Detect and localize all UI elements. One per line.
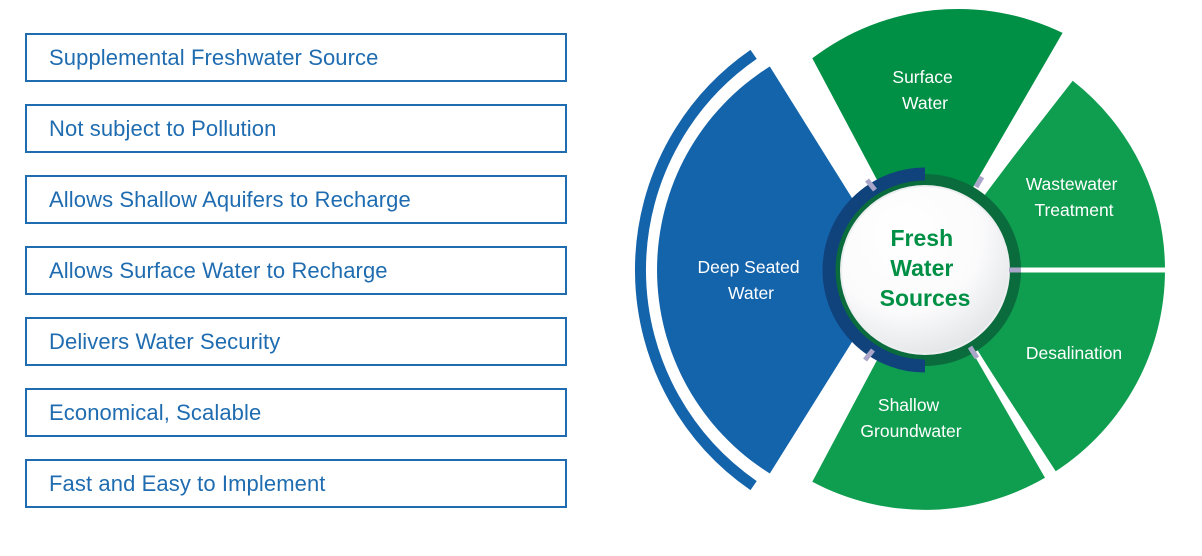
tick-bottom-left (863, 348, 875, 362)
center-label-line2: Water (890, 255, 953, 281)
center-circle (841, 186, 1009, 354)
segment-label-deep-seated-water-line2: Water (728, 283, 774, 303)
segment-surface-water[interactable] (812, 8, 1063, 270)
benefit-item-not-subject-to-pollution[interactable]: Not subject to Pollution (25, 104, 567, 153)
segment-label-wastewater-treatment: Wastewater Treatment (1026, 174, 1123, 220)
segment-label-deep-seated-water: Deep Seated Water (697, 257, 804, 303)
hub-divider-ticks (863, 175, 1021, 362)
center-label: Fresh Water Sources (880, 225, 971, 311)
benefit-item-allows-shallow-aquifers-to-recharge[interactable]: Allows Shallow Aquifers to Recharge (25, 175, 567, 224)
benefit-item-allows-surface-water-to-recharge[interactable]: Allows Surface Water to Recharge (25, 246, 567, 295)
benefit-label: Not subject to Pollution (49, 115, 277, 141)
benefit-label: Delivers Water Security (49, 328, 281, 354)
segment-deep-seated-water[interactable] (657, 66, 897, 474)
tick-bottom-right (967, 345, 980, 360)
segment-label-surface-water-line2: Water (902, 93, 948, 113)
segment-label-surface-water: Surface Water (892, 67, 957, 113)
fresh-water-sources-donut: Surface Water Wastewater Treatment Desal… (620, 0, 1202, 556)
deep-seated-water-accent-arc (634, 49, 757, 491)
benefit-item-supplemental-freshwater-source[interactable]: Supplemental Freshwater Source (25, 33, 567, 82)
tick-top-right (973, 175, 985, 189)
center-ring-blue-arc (822, 167, 926, 373)
donut-svg: Surface Water Wastewater Treatment Desal… (634, 8, 1168, 510)
benefit-label: Fast and Easy to Implement (49, 470, 326, 496)
segment-shallow-groundwater[interactable] (812, 270, 1045, 510)
segment-label-shallow-groundwater-line1: Shallow (878, 395, 940, 415)
segment-label-wastewater-treatment-line2: Treatment (1034, 200, 1113, 220)
segment-deep-seated-water-group[interactable] (634, 49, 897, 491)
center-label-line3: Sources (880, 285, 971, 311)
segment-label-desalination: Desalination (1026, 343, 1122, 363)
segment-label-wastewater-treatment-line1: Wastewater (1026, 174, 1118, 194)
tick-top-left (865, 178, 877, 192)
benefit-label: Allows Surface Water to Recharge (49, 257, 388, 283)
benefit-item-fast-and-easy-to-implement[interactable]: Fast and Easy to Implement (25, 459, 567, 508)
benefit-label: Economical, Scalable (49, 399, 262, 425)
benefit-label: Supplemental Freshwater Source (49, 44, 379, 70)
segment-label-desalination-line1: Desalination (1026, 343, 1122, 363)
segment-label-shallow-groundwater-line2: Groundwater (860, 421, 961, 441)
segment-label-shallow-groundwater: Shallow Groundwater (860, 395, 961, 441)
benefit-item-delivers-water-security[interactable]: Delivers Water Security (25, 317, 567, 366)
benefit-item-economical-scalable[interactable]: Economical, Scalable (25, 388, 567, 437)
segment-label-surface-water-line1: Surface (892, 67, 952, 87)
center-label-line1: Fresh (890, 225, 953, 251)
benefits-list: Supplemental Freshwater Source Not subje… (25, 33, 567, 530)
benefit-label: Allows Shallow Aquifers to Recharge (49, 186, 411, 212)
segment-label-deep-seated-water-line1: Deep Seated (697, 257, 799, 277)
